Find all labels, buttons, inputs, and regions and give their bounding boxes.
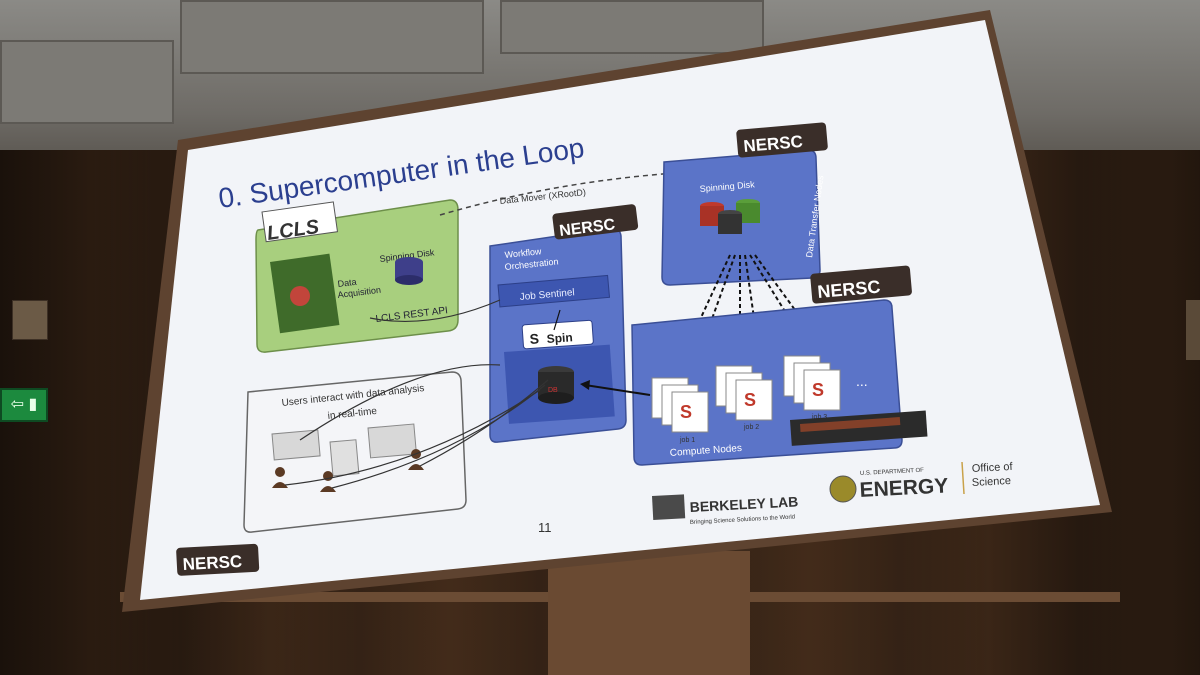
job-icon-1: S	[680, 402, 692, 422]
user-figure-1	[272, 467, 288, 488]
doe-small-label: U.S. DEPARTMENT OF	[860, 468, 925, 477]
spin-badge	[521, 319, 594, 350]
job-stack-3: S	[783, 355, 841, 411]
compute-nersc-badge	[810, 265, 912, 304]
footer-nersc-badge	[176, 543, 260, 576]
compute-panel: NERSC S job 1 S job 2 S job 3	[631, 265, 928, 466]
data-acquisition-label-1: Data	[337, 277, 357, 289]
exit-sign: ⇦ ▮	[0, 388, 48, 422]
job-icon-3: S	[812, 380, 824, 400]
ceiling-panel	[0, 40, 174, 124]
office-label-2: Science	[972, 475, 1012, 489]
spin-to-sentinel-arrow	[553, 309, 561, 331]
berkeley-lab-title: BERKELEY LAB	[689, 493, 798, 515]
screen-thumbnail-2	[329, 439, 360, 477]
job-sentinel-label: Job Sentinel	[519, 287, 575, 303]
job-1-label: job 1	[679, 437, 695, 444]
ceiling-panel	[180, 0, 484, 74]
users-label-2: in real-time	[327, 406, 378, 422]
doe-divider	[961, 461, 965, 495]
database-label: DB	[548, 387, 558, 394]
doe-energy-label: ENERGY	[859, 474, 949, 502]
workflow-nersc-badge	[552, 204, 639, 240]
page-number: 11	[538, 520, 552, 535]
dtn-spinning-disk-label: Spinning Disk	[699, 179, 755, 194]
sentinel-to-rest-arrow	[369, 299, 501, 322]
job-stack-1: S	[651, 377, 709, 433]
data-mover-arrow	[439, 171, 691, 216]
berkeley-lab-tagline: Bringing Science Solutions to the World	[690, 514, 795, 526]
screen-thumbnail-1	[271, 429, 321, 461]
office-label-1: Office of	[972, 461, 1014, 475]
spin-logo-glyph: S	[529, 330, 539, 347]
spin-label: Spin	[546, 330, 573, 346]
wall-fixture	[1186, 300, 1200, 360]
database-icon	[538, 366, 574, 404]
users-panel: Users interact with data analysis in rea…	[243, 371, 467, 533]
footer-nersc-logo: NERSC	[182, 552, 242, 574]
podium	[548, 548, 750, 675]
job-2-label: job 2	[743, 424, 759, 431]
job-ellipsis: ...	[856, 373, 868, 389]
workflow-title-1: Workflow	[504, 246, 542, 260]
job-icon-2: S	[744, 390, 756, 410]
compute-to-db-arrow	[584, 384, 651, 396]
dtn-nersc-badge	[736, 122, 828, 158]
dtn-panel: NERSC Spinning Disk Data Transfer Nodes	[661, 122, 828, 286]
rack-lights	[800, 417, 901, 432]
workflow-panel: NERSC Workflow Orchestration Job Sentine…	[489, 204, 639, 443]
berkeley-lab-icon	[652, 494, 686, 520]
detector-hotspot	[290, 286, 310, 306]
compute-nodes-label: Compute Nodes	[669, 443, 742, 459]
job-stack-2: S	[715, 365, 773, 421]
doe-seal-icon	[829, 475, 857, 503]
user-db-connections	[284, 364, 549, 489]
workflow-nersc-logo: NERSC	[558, 216, 616, 240]
arrow-head	[580, 380, 590, 390]
ceiling-panel	[500, 0, 764, 54]
dtn-disk-icons	[700, 199, 760, 234]
screen-thumbnail-3	[367, 423, 417, 459]
job-sentinel-box	[497, 274, 611, 308]
job-3-label: job 3	[811, 414, 827, 421]
lcls-disk-icon	[395, 257, 423, 285]
lcls-logo-box	[261, 201, 339, 243]
lcls-panel: LCLS Data Acquisition Spinning Disk LCLS…	[255, 199, 459, 353]
wall-fixture	[12, 300, 48, 340]
